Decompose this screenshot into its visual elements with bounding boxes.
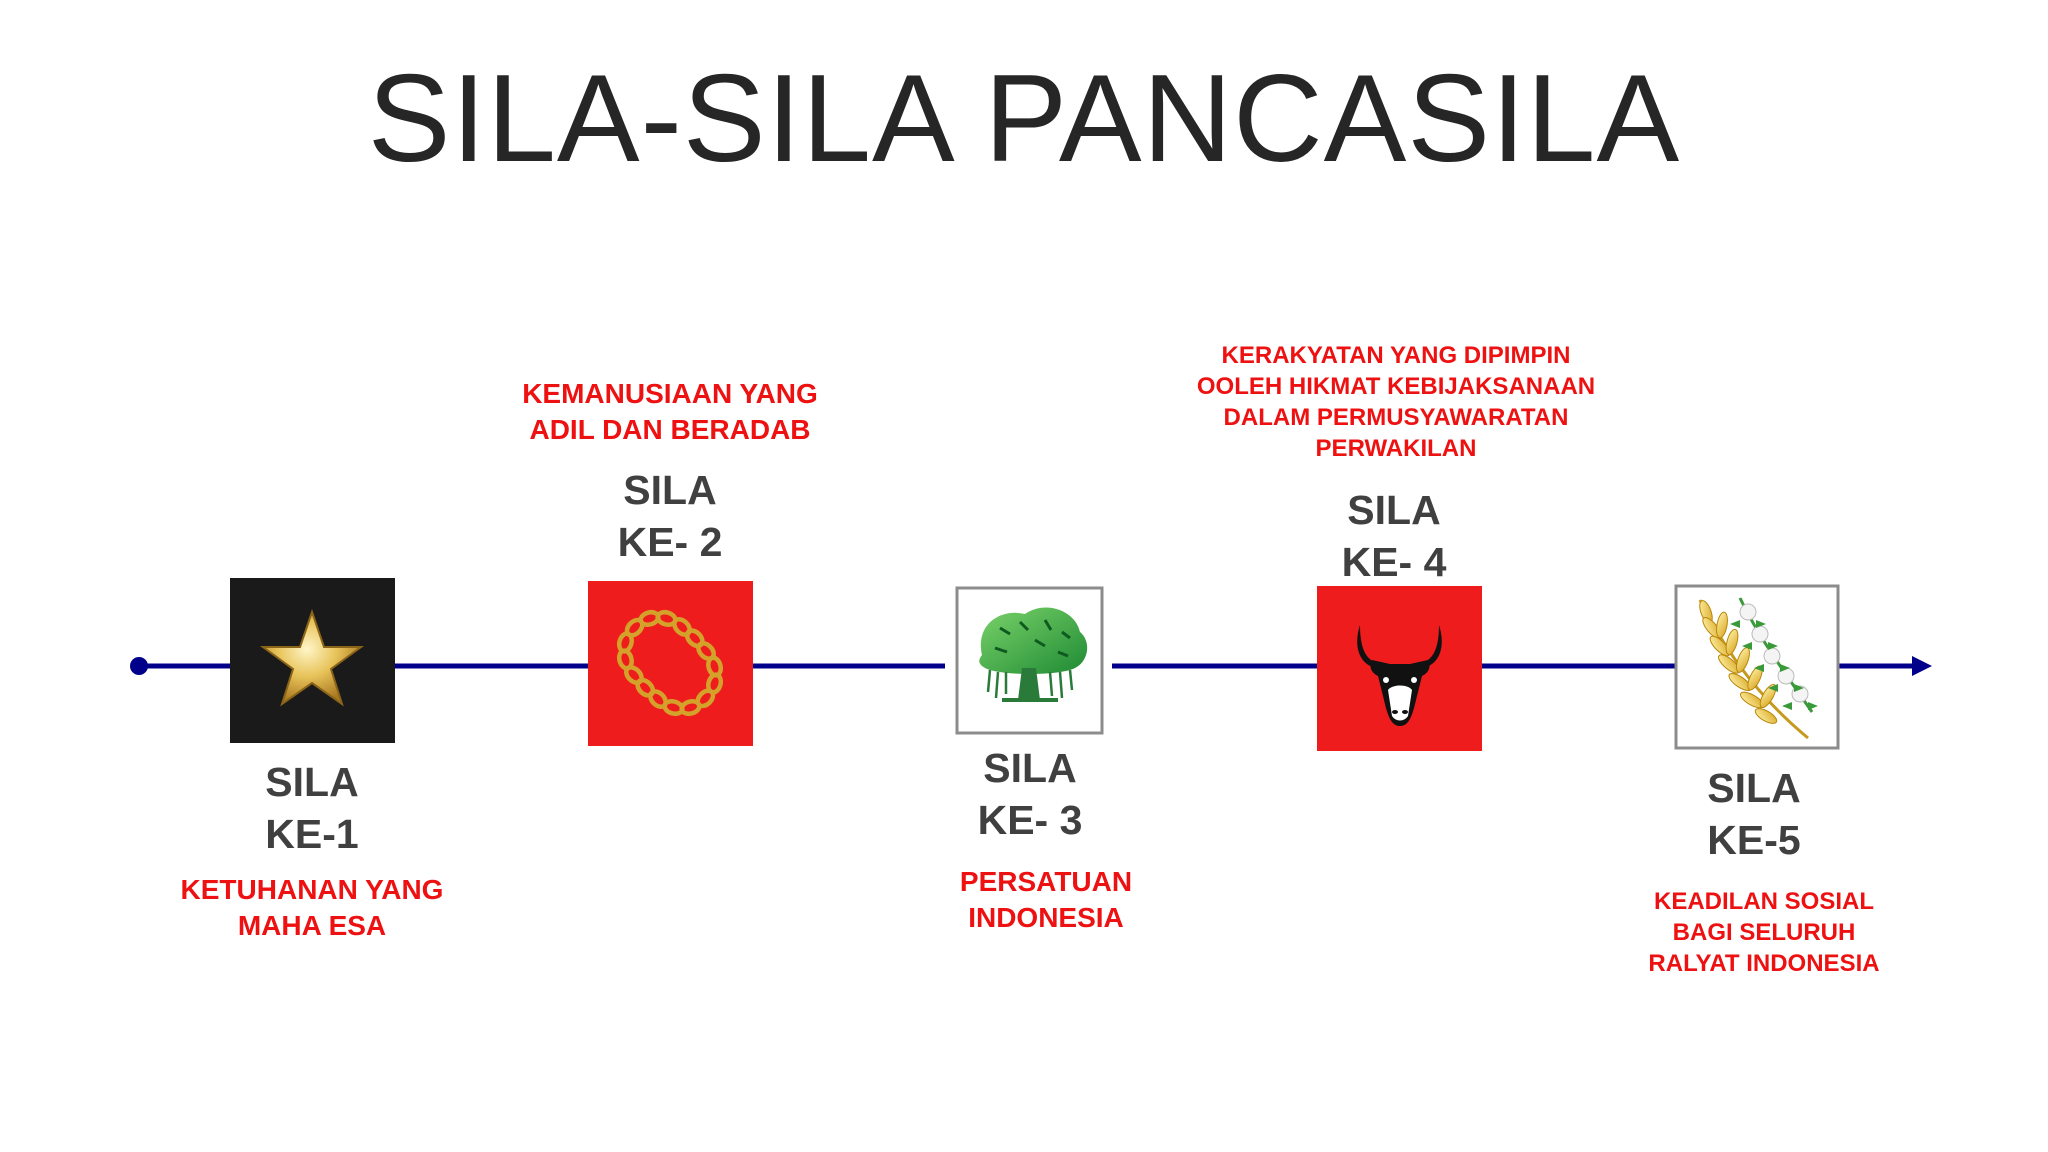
sila-5-label-line-1: SILA — [1707, 765, 1801, 811]
sila-5-description-line-3: RALYAT INDONESIA — [1648, 950, 1880, 977]
sila-1-description-line-1: KETUHANAN YANG — [180, 874, 444, 905]
timeline-start-dot — [130, 657, 148, 675]
star-icon — [259, 608, 365, 707]
sila-3-description-line-1: PERSATUAN — [959, 866, 1133, 897]
chain-icon — [616, 609, 724, 717]
sila-4-label-line-2: KE- 4 — [1341, 539, 1447, 585]
page-title: SILA-SILA PANCASILA — [367, 50, 1681, 188]
sila-5-label-line-2: KE-5 — [1707, 817, 1801, 863]
sila-5-label: SILA KE-5 — [1624, 762, 1884, 866]
sila-4-label-line-1: SILA — [1347, 487, 1441, 533]
bull-head-icon — [1357, 625, 1442, 726]
sila-5-description: KEADILAN SOSIAL BAGI SELURUH RALYAT INDO… — [1524, 886, 2004, 979]
sila-5-description-line-2: BAGI SELURUH — [1672, 919, 1856, 946]
timeline-arrow-head — [1912, 656, 1932, 676]
sila-4-description-line-1: KERAKYATAN YANG DIPIMPIN — [1221, 342, 1571, 369]
sila-2-label-line-1: SILA — [623, 467, 717, 513]
sila-3-label-line-2: KE- 3 — [977, 797, 1083, 843]
sila-3-label: SILA KE- 3 — [900, 742, 1160, 846]
sila-4-description-line-2: OOLEH HIKMAT KEBIJAKSANAAN — [1196, 373, 1596, 400]
sila-4-description-line-3: DALAM PERMUSYAWARATAN — [1223, 404, 1569, 431]
sila-5-symbol — [1674, 584, 1840, 750]
sila-1-label: SILA KE-1 — [182, 756, 442, 860]
sila-2-symbol-bg — [588, 581, 753, 746]
rice-cotton-icon — [1698, 597, 1818, 740]
sila-2-symbol — [588, 581, 753, 746]
sila-5-description-line-1: KEADILAN SOSIAL — [1653, 888, 1874, 915]
sila-3-description: PERSATUAN INDONESIA — [836, 864, 1256, 936]
sila-3-label-line-1: SILA — [983, 745, 1077, 791]
sila-4-description-line-4: PERWAKILAN — [1315, 435, 1477, 462]
sila-1-description: KETUHANAN YANG MAHA ESA — [102, 872, 522, 944]
sila-4-description: KERAKYATAN YANG DIPIMPIN OOLEH HIKMAT KE… — [1156, 340, 1636, 464]
sila-2-label: SILA KE- 2 — [540, 464, 800, 568]
sila-3-description-line-2: INDONESIA — [968, 902, 1124, 933]
sila-2-description-line-1: KEMANUSIAAN YANG — [522, 378, 818, 409]
sila-4-symbol — [1317, 586, 1482, 751]
banyan-tree-icon — [979, 607, 1088, 702]
sila-2-description-line-2: ADIL DAN BERADAB — [529, 414, 811, 445]
sila-1-symbol — [230, 578, 395, 743]
sila-2-description: KEMANUSIAAN YANG ADIL DAN BERADAB — [460, 376, 880, 448]
sila-1-description-line-2: MAHA ESA — [237, 910, 387, 941]
sila-2-label-line-2: KE- 2 — [617, 519, 723, 565]
sila-1-label-line-1: SILA — [265, 759, 359, 805]
sila-4-label: SILA KE- 4 — [1264, 484, 1524, 588]
sila-1-label-line-2: KE-1 — [265, 811, 359, 857]
sila-3-symbol — [955, 586, 1104, 735]
